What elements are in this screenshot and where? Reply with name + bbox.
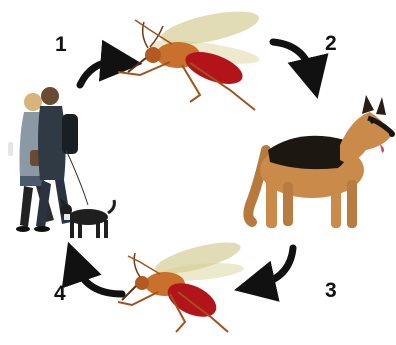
step-number-1: 1 xyxy=(55,34,67,55)
arrow-4-icon xyxy=(76,265,122,294)
step-number-3: 3 xyxy=(325,280,337,301)
arrow-2-icon xyxy=(273,42,312,75)
arrow-1-icon xyxy=(80,62,118,85)
german-shepherd-dog-icon xyxy=(248,95,395,228)
mosquito-bottom-icon xyxy=(118,236,245,332)
step-number-2: 2 xyxy=(325,33,337,54)
arrow-3-icon xyxy=(258,248,293,285)
people-walking-dog-icon xyxy=(8,87,114,238)
step-number-4: 4 xyxy=(54,283,66,304)
mosquito-top-icon xyxy=(118,5,262,110)
